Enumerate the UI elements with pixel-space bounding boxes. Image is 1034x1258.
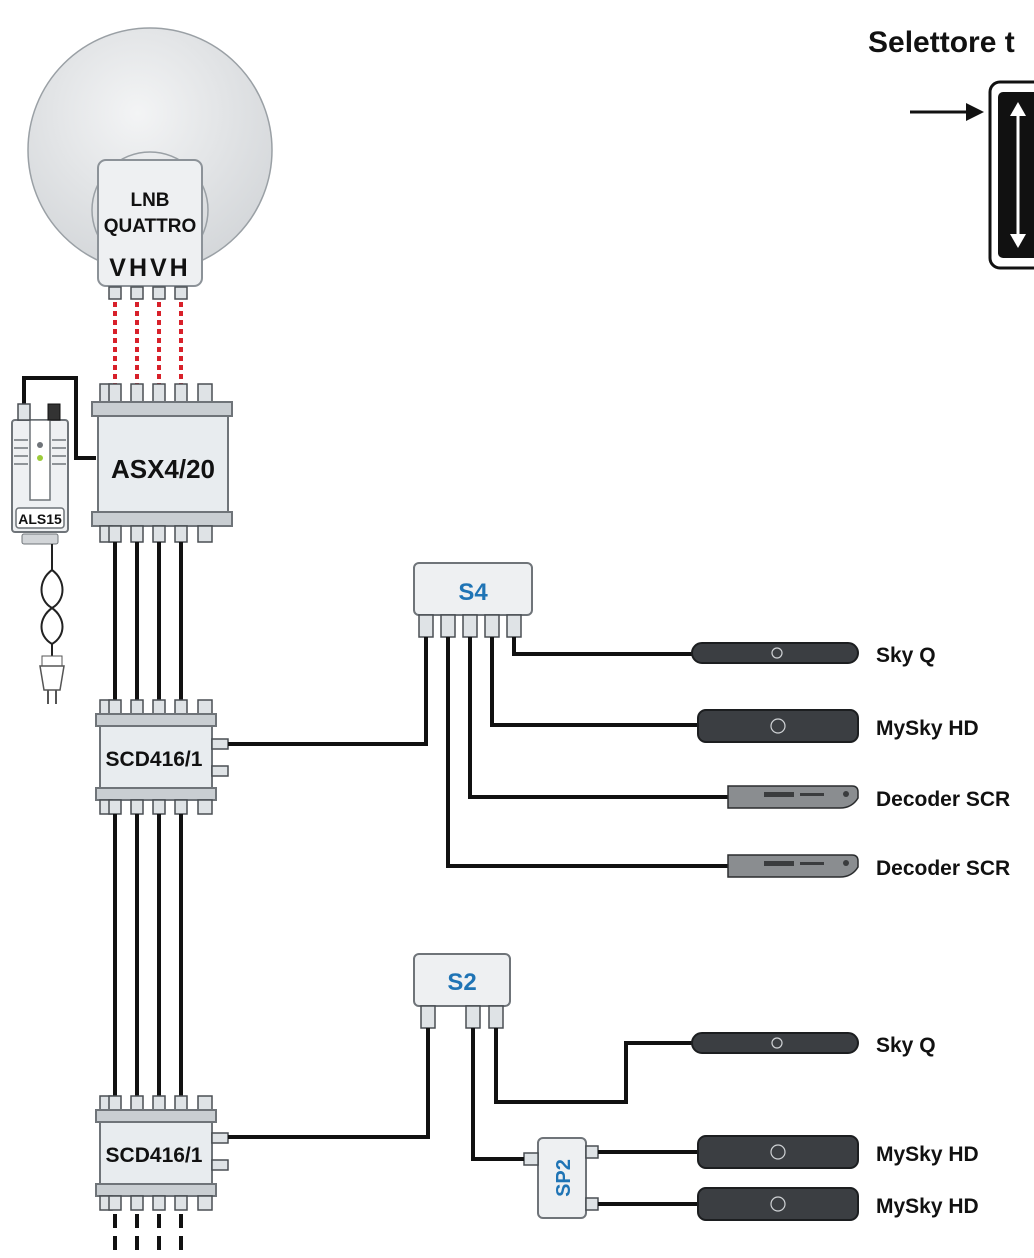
receiver-label: Decoder SCR bbox=[876, 788, 1010, 811]
splitter-s4-label: S4 bbox=[458, 579, 488, 606]
receiver-mysky-hd-3: MySky HD bbox=[697, 1187, 979, 1221]
satellite-dish bbox=[27, 27, 273, 273]
receiver-label: MySky HD bbox=[876, 1143, 979, 1166]
receiver-mysky-hd-1: MySky HD bbox=[697, 709, 979, 743]
splitter-sp2: SP2 bbox=[523, 1137, 599, 1219]
lnb-label-line2: QUATTRO bbox=[104, 216, 197, 237]
splitter-sp2-label: SP2 bbox=[553, 1159, 575, 1197]
lnb-label-line1: LNB bbox=[130, 190, 169, 211]
splitter-s4: S4 bbox=[413, 562, 533, 638]
splitter-s2: S2 bbox=[413, 953, 511, 1029]
cascade-switch-2: SCD416/1 bbox=[95, 1095, 229, 1211]
cascade-switch-1: SCD416/1 bbox=[95, 699, 229, 815]
selector-title: Selettore t bbox=[868, 26, 1015, 59]
receiver-label: MySky HD bbox=[876, 717, 979, 740]
receiver-label: Decoder SCR bbox=[876, 857, 1010, 880]
receiver-label: Sky Q bbox=[876, 644, 936, 667]
cascade-2-label: SCD416/1 bbox=[106, 1144, 203, 1167]
splitter-s2-label: S2 bbox=[447, 969, 476, 996]
receiver-decoder-scr-2: Decoder SCR bbox=[727, 854, 1010, 880]
trunk-continuation bbox=[113, 1214, 183, 1258]
receiver-label: Sky Q bbox=[876, 1034, 936, 1057]
cascade-1-label: SCD416/1 bbox=[106, 748, 203, 771]
power-supply-label: ALS15 bbox=[18, 511, 62, 527]
lnb-ports-label: VHVH bbox=[109, 254, 190, 282]
multiswitch-asx4-20: ASX4/20 bbox=[91, 383, 233, 543]
s2-wiring bbox=[228, 1028, 698, 1206]
trunk-lines-2 bbox=[113, 814, 183, 1096]
receiver-sky-q-2: Sky Q bbox=[691, 1032, 936, 1057]
lnb-connectors bbox=[108, 286, 188, 300]
lnb-quattro: LNB QUATTRO VHVH bbox=[97, 159, 203, 287]
trunk-lines-1 bbox=[113, 542, 183, 700]
power-supply-unit: ALS15 bbox=[11, 376, 96, 704]
selector-switch-icon bbox=[910, 80, 1034, 270]
receiver-label: MySky HD bbox=[876, 1195, 979, 1218]
multiswitch-label: ASX4/20 bbox=[111, 454, 215, 484]
receiver-decoder-scr-1: Decoder SCR bbox=[727, 785, 1010, 811]
receiver-mysky-hd-2: MySky HD bbox=[697, 1135, 979, 1169]
s4-wiring bbox=[228, 637, 728, 868]
lnb-to-multiswitch-links bbox=[113, 302, 183, 384]
receiver-sky-q-1: Sky Q bbox=[691, 642, 936, 667]
